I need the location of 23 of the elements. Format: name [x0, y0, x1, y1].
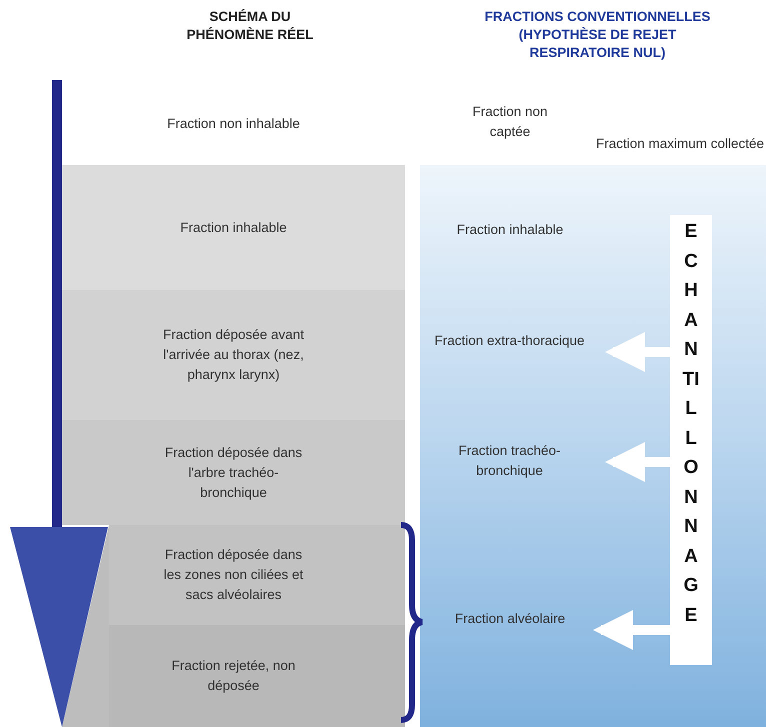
arrow: [593, 610, 670, 650]
arrow: [605, 442, 670, 482]
fraction-band: [62, 165, 405, 290]
band-label: Fraction déposée avant l'arrivée au thorax (nez, pharynx larynx): [162, 326, 306, 384]
fraction-label: Fraction extra-thoracique: [432, 331, 587, 373]
band-label: Fraction rejetée, non déposée: [170, 657, 296, 695]
fraction-label: Fraction inhalable: [455, 220, 565, 262]
vertical-label-column: ECHANTILLONNAGE: [670, 215, 712, 665]
fraction-band: [62, 420, 405, 525]
fraction-band: [62, 290, 405, 420]
fraction-label: Fraction alvéolaire: [445, 609, 575, 651]
column-heading: SCHÉMA DU PHÉNOMÈNE RÉEL: [186, 8, 314, 44]
column-heading: FRACTIONS CONVENTIONNELLES (HYPOTHÈSE DE REJET RESPIRATOIRE NUL): [484, 8, 712, 62]
band-label: Fraction déposée dans l'arbre trachéo-bronchique: [164, 444, 304, 502]
fraction-label: Fraction maximum collectée: [595, 134, 765, 176]
fraction-label: Fraction trachéo-bronchique: [432, 441, 587, 483]
fraction-band: [109, 525, 405, 625]
band-label: Fraction inhalable: [179, 218, 288, 236]
arrow: [605, 332, 670, 372]
band-label: Fraction déposée dans les zones non ciliées et sacs alvéolaires: [162, 546, 304, 604]
fraction-band: [109, 625, 405, 727]
fraction-label: Fraction non captée: [455, 102, 565, 144]
band-label: Fraction non inhalable: [166, 114, 301, 132]
